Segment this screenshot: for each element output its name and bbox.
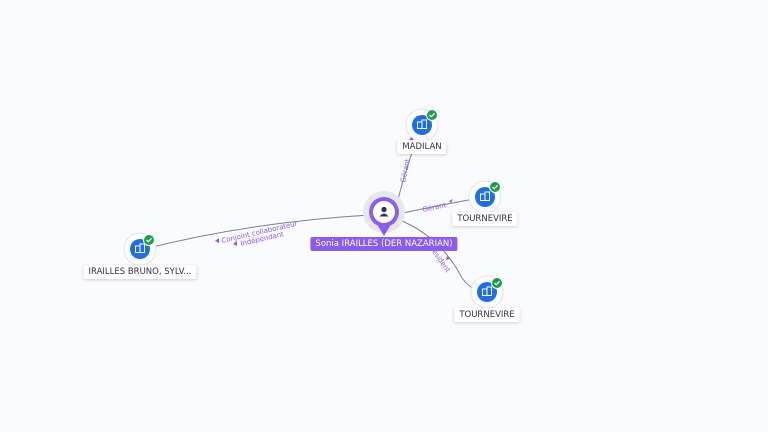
arrow-madilan	[409, 136, 414, 141]
company-node-tournevire-1[interactable]	[468, 180, 502, 214]
verified-check-icon	[143, 234, 155, 246]
company-icon	[417, 119, 427, 129]
edge-label-gerant-madilan: Gérant	[399, 158, 412, 183]
company-icon	[135, 243, 145, 253]
company-icon	[480, 191, 490, 201]
company-node-tournevire-2[interactable]	[470, 275, 504, 309]
node-label-tournevire-1[interactable]: TOURNEVIRE	[452, 212, 518, 226]
company-icon	[482, 286, 492, 296]
edge-irailles	[139, 214, 371, 251]
verified-check-icon	[489, 181, 501, 193]
edge-label-gerant-tournevire: Gérant	[422, 201, 447, 214]
verified-check-icon	[426, 109, 438, 121]
company-node-madilan[interactable]	[405, 108, 439, 142]
node-label-madilan[interactable]: MADILAN	[397, 140, 447, 154]
arrow-tournevire-2	[446, 256, 450, 260]
arrow-irailles-1	[215, 238, 219, 243]
center-node[interactable]	[363, 191, 405, 236]
arrow-irailles-2	[233, 241, 237, 246]
node-label-irailles[interactable]: IRAILLES BRUNO, SYLV...	[83, 265, 197, 279]
person-icon	[379, 206, 389, 217]
node-label-tournevire-2[interactable]: TOURNEVIRE	[454, 308, 520, 322]
arrow-tournevire-1	[449, 199, 453, 203]
center-node-label[interactable]: Sonia IRAILLES (DER NAZARIAN)	[310, 237, 458, 251]
verified-check-icon	[491, 277, 503, 289]
company-node-irailles[interactable]	[123, 232, 157, 266]
